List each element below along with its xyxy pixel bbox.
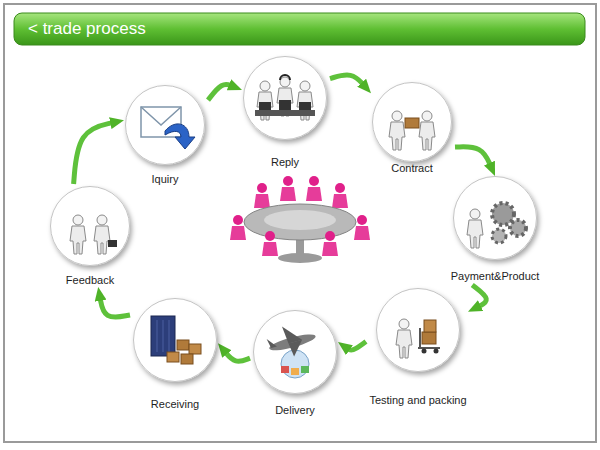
- header-bar: [14, 13, 585, 45]
- handshake-icon: [70, 215, 86, 254]
- handshake-icon: [70, 215, 117, 254]
- packing-icon: [434, 349, 439, 354]
- step-circle: [372, 82, 452, 162]
- process-step: Contract: [371, 82, 453, 175]
- call-center-icon: [259, 102, 271, 110]
- meeting-table-illustration: [230, 176, 370, 263]
- process-step: Testing and packing: [368, 288, 468, 407]
- plane-icon: [301, 366, 309, 373]
- plane-icon: [281, 366, 289, 373]
- step-circle: [243, 56, 327, 140]
- packing-icon: [424, 320, 436, 332]
- meeting-table-illustration: [332, 183, 348, 208]
- container-icon: [151, 316, 201, 364]
- step-circle: [125, 85, 205, 165]
- process-step: Payment&Product: [450, 176, 541, 283]
- handover-icon: [389, 111, 435, 150]
- gears-icon: [467, 203, 526, 248]
- envelope-icon: [165, 124, 195, 149]
- step-label: Reply: [242, 156, 328, 169]
- container-icon: [157, 320, 169, 352]
- gears-icon: [492, 229, 506, 243]
- flow-arrow: [330, 75, 364, 86]
- packing-icon: [422, 332, 436, 344]
- handshake-icon: [94, 215, 110, 254]
- step-circle: [253, 310, 337, 394]
- step-label: Contract: [371, 162, 453, 175]
- gears-icon: [510, 220, 526, 236]
- plane-icon: [267, 337, 277, 349]
- meeting-table-illustration: [264, 210, 336, 230]
- panel-frame: [4, 4, 596, 442]
- step-label: Testing and packing: [368, 394, 468, 407]
- call-center-icon: [299, 102, 311, 110]
- plane-icon: [291, 368, 299, 375]
- container-icon: [151, 316, 175, 356]
- call-center-icon: [280, 75, 290, 80]
- container-icon: [189, 344, 201, 354]
- plane-icon: [265, 319, 320, 362]
- packing-icon: [422, 349, 427, 354]
- step-label: Delivery: [252, 404, 338, 417]
- handover-icon: [389, 111, 405, 150]
- step-circle: [453, 176, 537, 260]
- meeting-table-illustration: [306, 176, 322, 201]
- flow-arrow: [74, 122, 115, 184]
- flow-arrow: [472, 285, 486, 307]
- meeting-table-illustration: [262, 231, 278, 256]
- container-icon: [167, 352, 179, 362]
- handshake-icon: [108, 240, 117, 247]
- process-step: Receiving: [132, 298, 218, 411]
- meeting-table-illustration: [278, 253, 322, 263]
- process-step: Feedback: [49, 186, 131, 287]
- gears-icon: [467, 209, 483, 248]
- step-circle: [50, 186, 130, 266]
- process-step: Delivery: [252, 310, 338, 417]
- meeting-table-illustration: [254, 183, 270, 208]
- step-label: Feedback: [49, 274, 131, 287]
- envelope-icon: [141, 107, 181, 137]
- meeting-table-illustration: [354, 215, 370, 240]
- step-circle: [133, 298, 217, 382]
- meeting-table-illustration: [230, 215, 246, 240]
- flow-arrow: [346, 342, 366, 350]
- envelope-icon: [141, 107, 195, 149]
- container-icon: [177, 340, 189, 350]
- flow-arrow: [224, 351, 250, 361]
- meeting-table-illustration: [280, 176, 296, 201]
- plane-icon: [289, 340, 306, 357]
- step-label: Payment&Product: [450, 270, 541, 283]
- flow-arrow: [100, 297, 130, 317]
- packing-icon: [418, 328, 440, 348]
- call-center-icon: [279, 100, 291, 110]
- step-label: Receiving: [132, 398, 218, 411]
- call-center-icon: [255, 75, 315, 120]
- handover-icon: [419, 111, 435, 150]
- meeting-table-illustration: [322, 231, 338, 256]
- container-icon: [181, 354, 193, 364]
- step-circle: [376, 288, 460, 372]
- step-label: Iquiry: [124, 173, 206, 186]
- envelope-icon: [141, 107, 181, 125]
- packing-icon: [396, 319, 440, 358]
- meeting-table-illustration: [244, 204, 356, 240]
- flow-arrow: [208, 84, 233, 100]
- flow-arrow: [455, 147, 491, 167]
- header-title: < trade process: [28, 19, 146, 39]
- handover-icon: [405, 118, 419, 128]
- call-center-icon: [255, 110, 315, 116]
- process-step: Iquiry: [124, 85, 206, 186]
- packing-icon: [396, 319, 412, 358]
- plane-icon: [265, 319, 320, 378]
- process-step: Reply: [242, 56, 328, 169]
